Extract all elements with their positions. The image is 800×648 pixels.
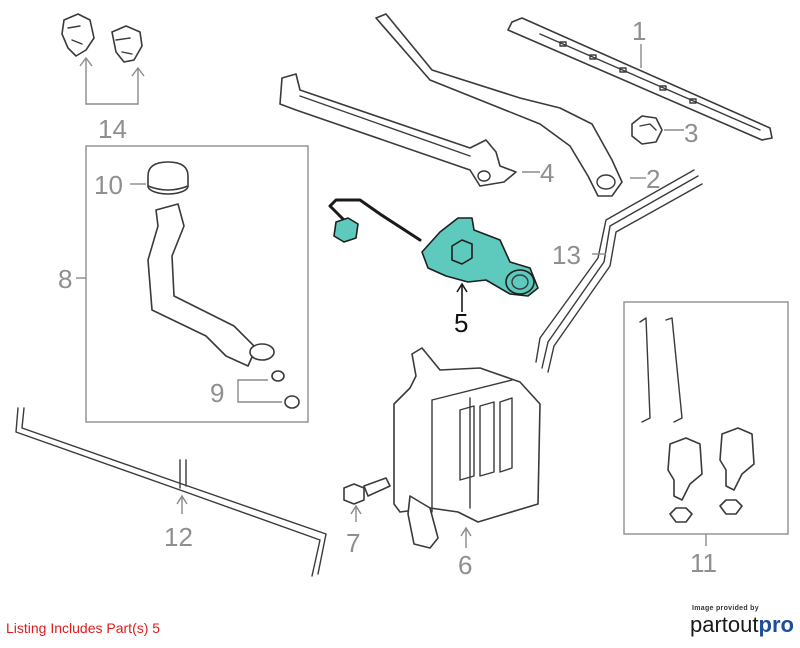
part-1-wiper-blade: 1 — [507, 16, 773, 141]
part-6-reservoir: 6 — [393, 347, 541, 580]
image-credit: Image provided by — [692, 605, 759, 612]
part-11-pumps: 11 — [639, 317, 755, 578]
part-3-nut: 3 — [631, 115, 698, 148]
brand-pro: pro — [758, 612, 794, 637]
callout-8: 8 — [58, 264, 72, 294]
part-13-hoses: 13 — [535, 169, 703, 373]
callout-9: 9 — [210, 378, 224, 408]
group-box-8 — [85, 145, 309, 423]
callout-3: 3 — [684, 118, 698, 148]
callout-10: 10 — [94, 170, 123, 200]
callout-11: 11 — [690, 548, 717, 578]
callout-6: 6 — [458, 550, 472, 580]
callout-13: 13 — [552, 240, 581, 270]
part-12-tube: 12 — [15, 407, 327, 577]
callout-4: 4 — [540, 158, 554, 188]
part-7-bolt: 7 — [343, 477, 391, 558]
brand-logo: partoutpro — [690, 612, 794, 638]
part-8-filler-neck — [147, 203, 275, 367]
callout-1: 1 — [632, 16, 646, 46]
brand-part: partout — [690, 612, 759, 637]
part-4-linkage: 4 — [279, 73, 554, 188]
callout-12: 12 — [164, 522, 193, 552]
part-14-nozzles: 14 — [61, 13, 145, 144]
callout-14: 14 — [98, 114, 127, 144]
part-9-grommets: 9 — [210, 370, 300, 409]
callout-5: 5 — [454, 308, 468, 338]
callout-7: 7 — [346, 528, 360, 558]
part-2-wiper-arm: 2 — [375, 13, 660, 197]
part-10-cap: 10 — [94, 161, 189, 200]
listing-note: Listing Includes Part(s) 5 — [6, 620, 161, 636]
part-5-wiper-motor: 5 — [328, 198, 539, 338]
callout-2: 2 — [646, 164, 660, 194]
